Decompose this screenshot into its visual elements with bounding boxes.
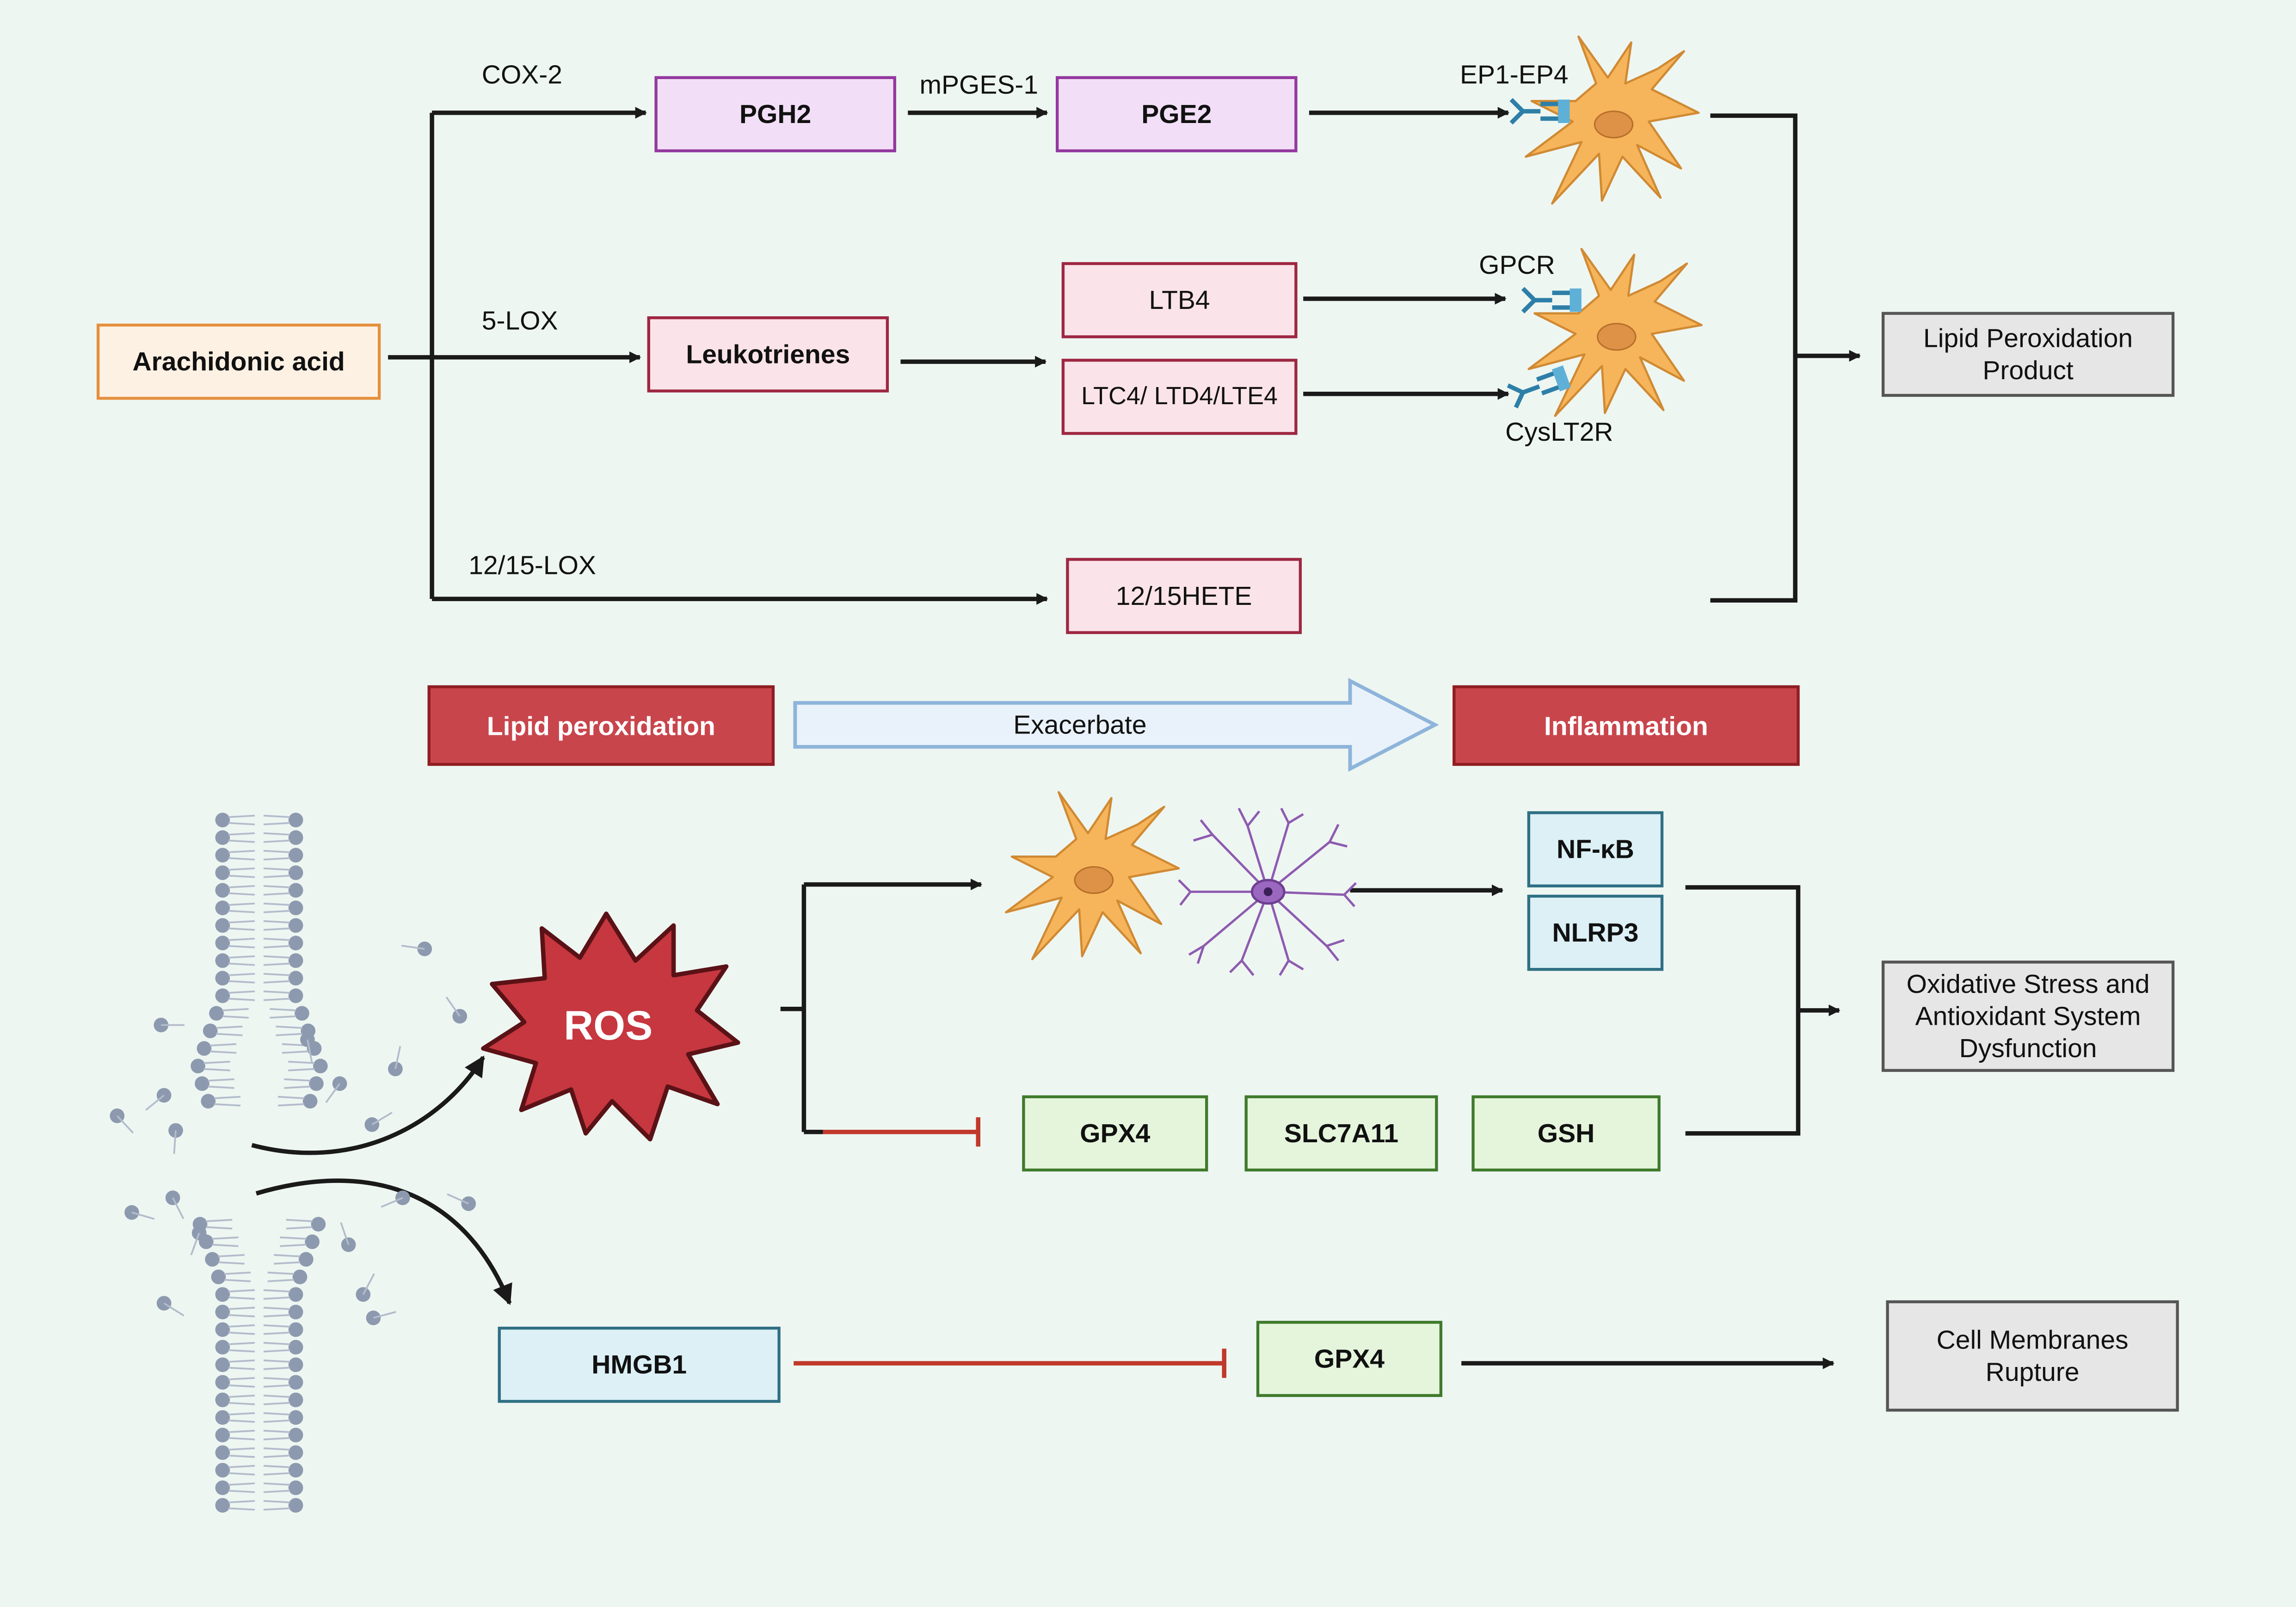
hmgb1-box: HMGB1 xyxy=(498,1326,781,1403)
arrow-membrane-hmgb1 xyxy=(255,1178,512,1305)
slc7a11-label: SLC7A11 xyxy=(1284,1119,1399,1148)
gpx4-top-label: GPX4 xyxy=(1080,1119,1151,1148)
top-bracket xyxy=(1710,113,1797,603)
ros-label: ROS xyxy=(564,1003,653,1049)
pgh2-label: PGH2 xyxy=(739,99,812,129)
arrow-membrane-ros xyxy=(251,1055,485,1155)
slc7a11-box: SLC7A11 xyxy=(1244,1095,1438,1172)
1215lox-label: 12/15-LOX xyxy=(468,550,596,580)
cell-membranes-rupture-box: Cell Membranes Rupture xyxy=(1886,1300,2179,1412)
mpges1-label: mPGES-1 xyxy=(919,70,1039,100)
phospholipid-bilayer-icon xyxy=(110,813,476,1513)
inhibit-gpx4 xyxy=(823,1117,980,1147)
receptor-icon xyxy=(1511,99,1570,123)
nlrp3-box: NLRP3 xyxy=(1527,894,1664,971)
astrocyte-icon xyxy=(1178,807,1357,976)
gsh-box: GSH xyxy=(1471,1095,1661,1172)
gpcr-label: GPCR xyxy=(1479,250,1555,280)
cox2-label: COX-2 xyxy=(481,60,562,90)
hmgb1-label: HMGB1 xyxy=(591,1350,687,1379)
nfkb-box: NF-κB xyxy=(1527,811,1664,887)
hete-box: 12/15HETE xyxy=(1066,558,1302,634)
arachidonic-acid-box: Arachidonic acid xyxy=(96,323,381,400)
arachidonic-acid-label: Arachidonic acid xyxy=(132,347,345,376)
ep1-ep4-label: EP1-EP4 xyxy=(1460,60,1569,90)
inflammation-box: Inflammation xyxy=(1453,685,1800,766)
inhibit-hmgb1-gpx4 xyxy=(794,1348,1226,1378)
ltc4-ltd4-lte4-box: LTC4/ LTD4/LTE4 xyxy=(1061,358,1298,435)
ltb4-label: LTB4 xyxy=(1149,285,1210,315)
gpx4-bottom-label: GPX4 xyxy=(1314,1344,1385,1374)
lower-bracket xyxy=(1685,885,1801,1136)
lipid-peroxidation-product-label: Lipid Peroxidation Product xyxy=(1923,323,2133,385)
cyslt2r-label: CysLT2R xyxy=(1505,417,1613,447)
lipid-peroxidation-product-box: Lipid Peroxidation Product xyxy=(1881,312,2175,397)
lipid-peroxidation-label: Lipid peroxidation xyxy=(486,711,715,740)
pge2-label: PGE2 xyxy=(1141,99,1212,129)
oxidative-stress-box: Oxidative Stress and Antioxidant System … xyxy=(1881,961,2175,1072)
leukotrienes-label: Leukotrienes xyxy=(686,339,850,369)
5lox-label: 5-LOX xyxy=(481,306,558,336)
ros-starburst-icon xyxy=(481,911,740,1142)
hete-label: 12/15HETE xyxy=(1115,581,1252,611)
ltb4-box: LTB4 xyxy=(1061,262,1298,339)
inflammation-label: Inflammation xyxy=(1544,711,1708,740)
neuron-cell-icon xyxy=(1006,792,1179,959)
receptor-icon xyxy=(1523,289,1582,312)
ltc4-ltd4-lte4-label: LTC4/ LTD4/LTE4 xyxy=(1081,382,1278,410)
cell-membranes-rupture-label: Cell Membranes Rupture xyxy=(1936,1325,2129,1387)
gpx4-bottom-box: GPX4 xyxy=(1256,1321,1443,1397)
nfkb-label: NF-κB xyxy=(1556,834,1634,864)
nlrp3-label: NLRP3 xyxy=(1552,918,1639,948)
leukotrienes-box: Leukotrienes xyxy=(647,316,889,393)
exacerbate-label: Exacerbate xyxy=(1013,710,1147,740)
pgh2-box: PGH2 xyxy=(654,76,896,153)
exacerbate-arrow xyxy=(793,677,1439,772)
lipid-peroxidation-box: Lipid peroxidation xyxy=(427,685,775,766)
pge2-box: PGE2 xyxy=(1056,76,1298,153)
gsh-label: GSH xyxy=(1537,1119,1595,1148)
gpx4-top-box: GPX4 xyxy=(1022,1095,1208,1172)
oxidative-stress-label: Oxidative Stress and Antioxidant System … xyxy=(1906,969,2150,1063)
